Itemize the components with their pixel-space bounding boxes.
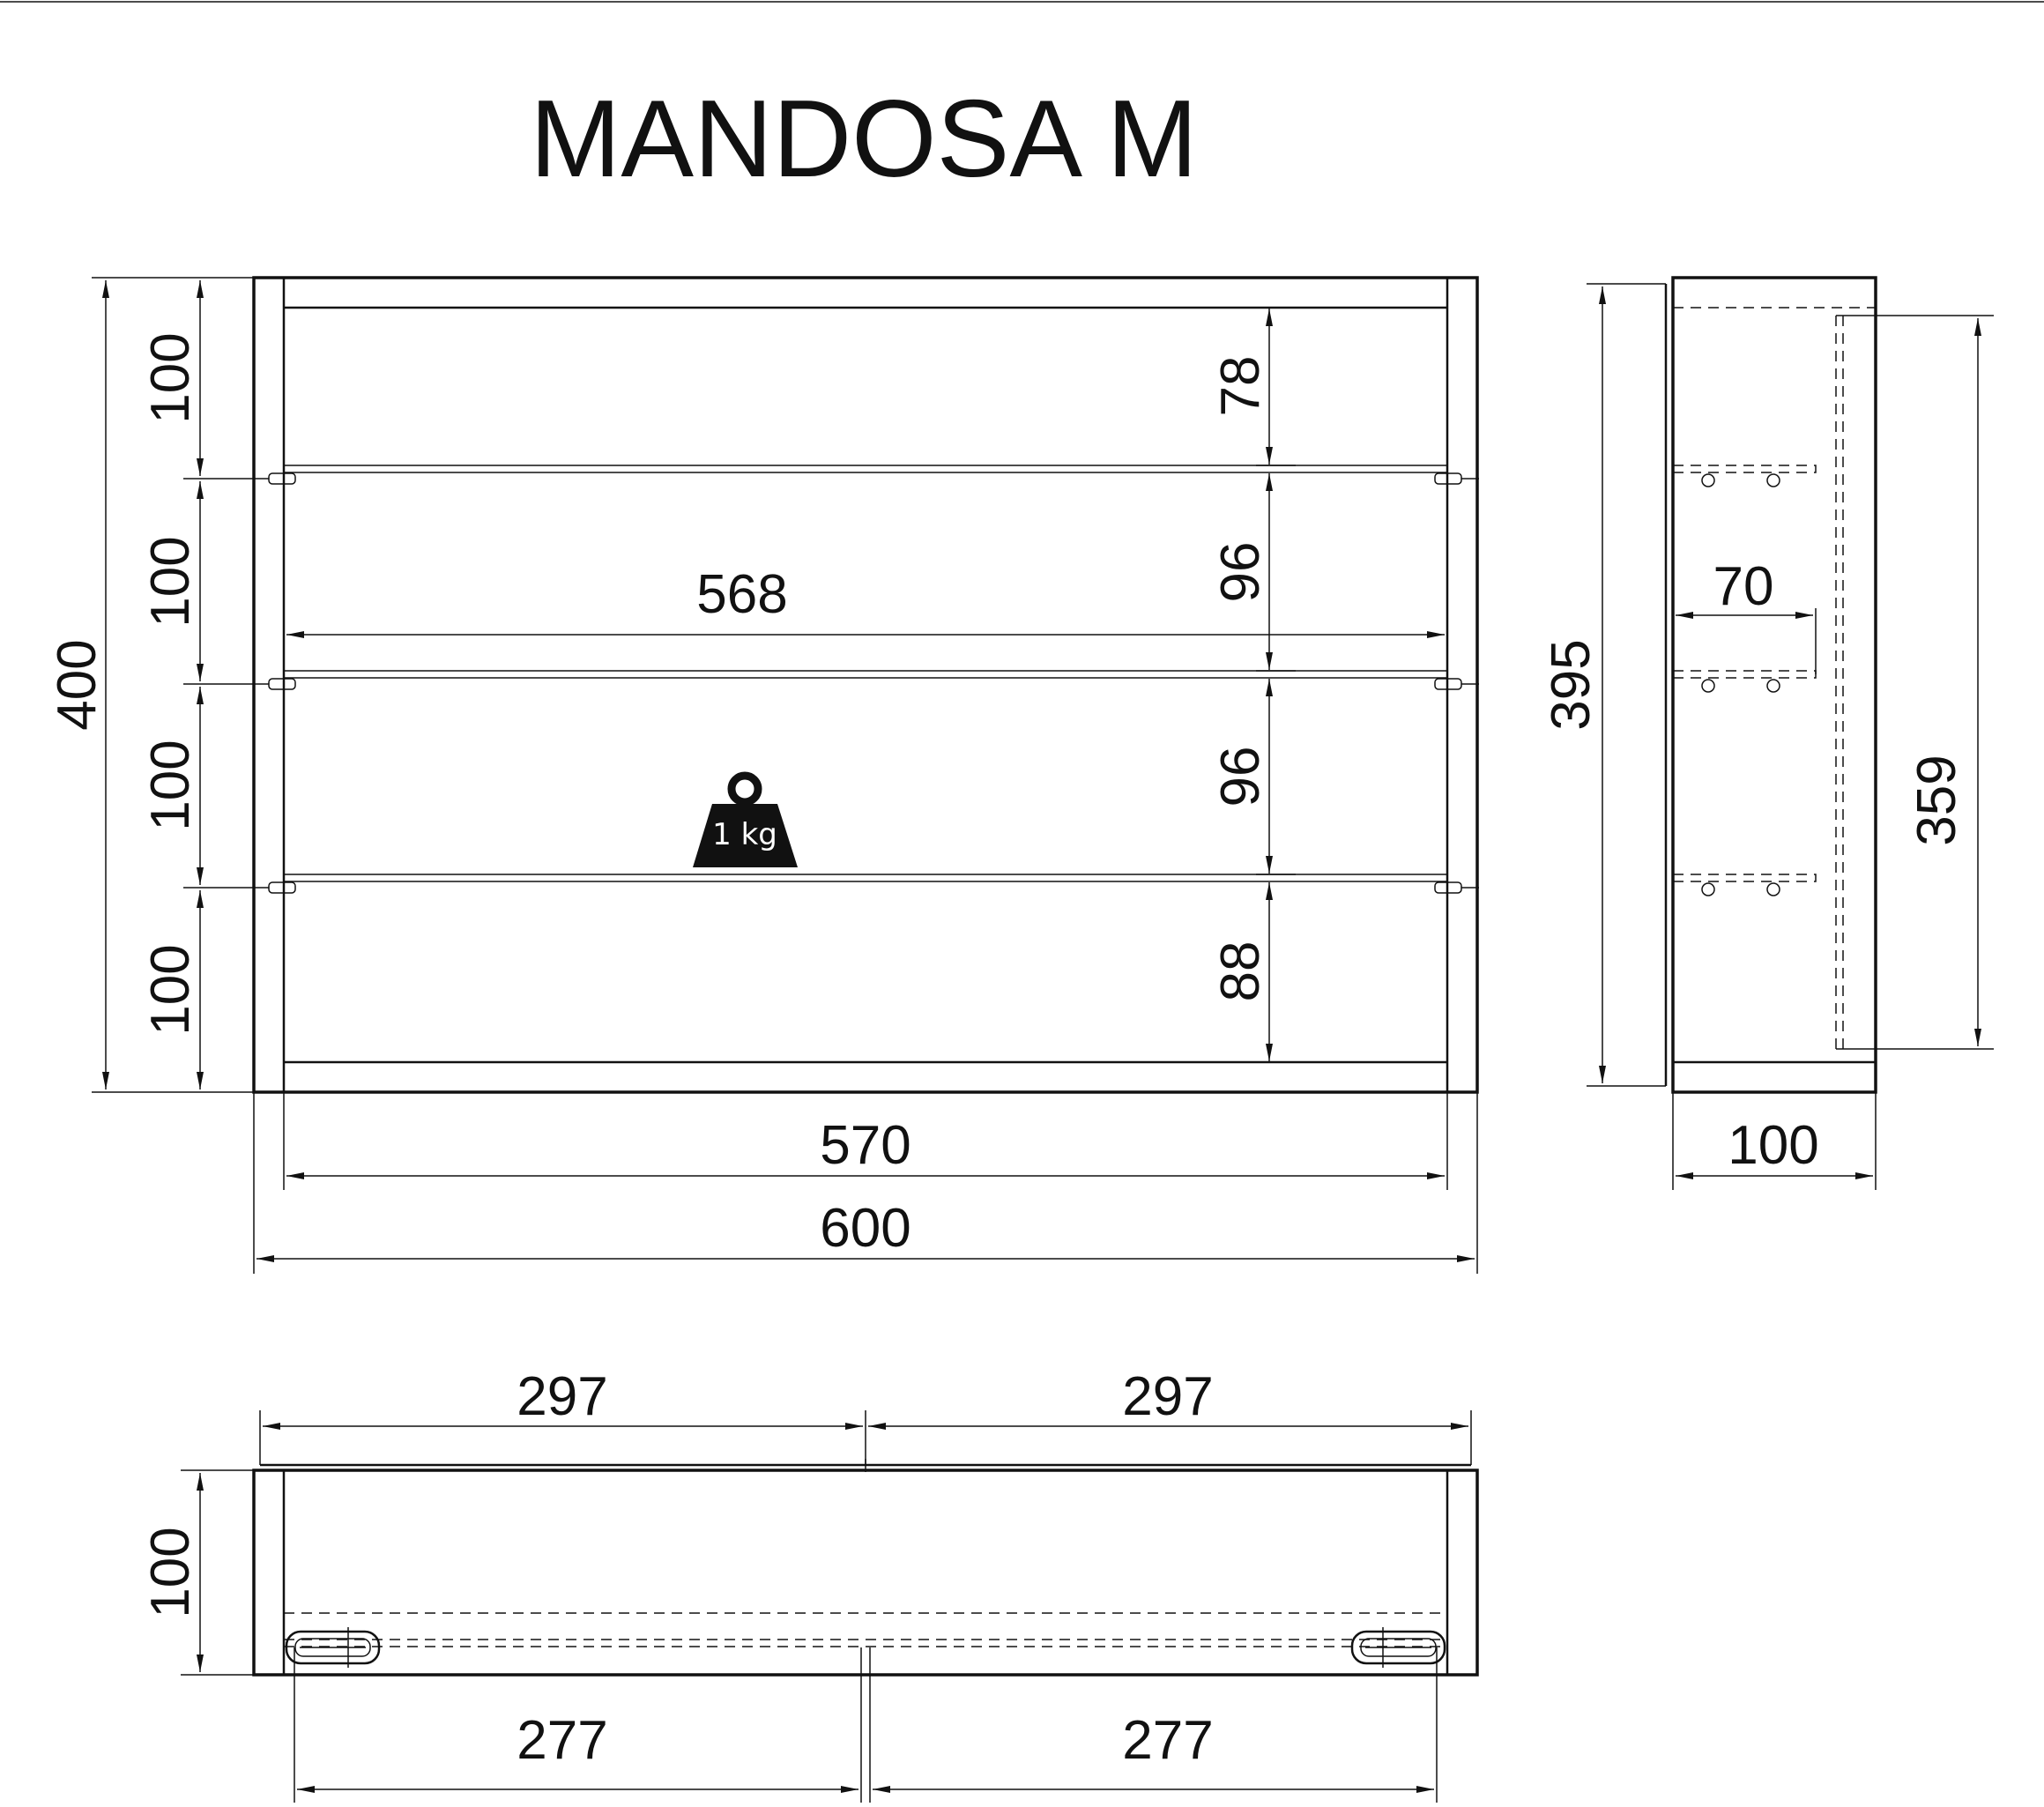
dim-inner-height: 359 — [1906, 755, 1967, 845]
dim-side-height: 395 — [1541, 639, 1602, 730]
shelf-pin — [1766, 679, 1780, 693]
glass-shelf — [183, 874, 1479, 894]
dim-outer-width: 600 — [820, 1198, 911, 1259]
dim-hinge-right: 277 — [1122, 1710, 1213, 1771]
shelf-pin — [1701, 473, 1715, 487]
dim-section-3: 100 — [140, 740, 201, 830]
dim-hinge-left: 277 — [517, 1710, 607, 1771]
side-shelf — [1672, 670, 1817, 693]
shelf-pin — [1766, 882, 1780, 896]
dim-inner-shelf-width: 568 — [696, 564, 787, 625]
shelf-support — [268, 881, 296, 894]
shelf-pin — [1701, 679, 1715, 693]
dim-section-1: 100 — [140, 332, 201, 423]
hinge-left — [285, 1627, 381, 1668]
front-view: 1 kg 400 100 100 100 100 78 96 96 88 568 — [47, 276, 1479, 1274]
dim-height-total: 400 — [47, 639, 108, 730]
shelf-pin — [1766, 473, 1780, 487]
cabinet-outline — [252, 276, 1479, 1094]
dim-gap-4: 88 — [1210, 941, 1271, 1002]
dim-gap-2: 96 — [1210, 542, 1271, 603]
side-shelf — [1672, 465, 1817, 487]
dim-inner-width: 570 — [820, 1115, 911, 1176]
shelf-pin — [1701, 882, 1715, 896]
dim-shelf-depth: 70 — [1713, 556, 1774, 617]
dim-top-depth: 100 — [140, 1527, 201, 1617]
dim-door-right: 297 — [1122, 1366, 1213, 1427]
shelf-support — [268, 472, 296, 485]
top-outline — [252, 1469, 1479, 1677]
top-view: 297 297 100 277 277 — [140, 1366, 1479, 1803]
dim-gap-3: 96 — [1210, 747, 1271, 807]
page-title: MANDOSA M — [530, 78, 1198, 200]
side-view: 70 395 359 100 — [1541, 276, 1994, 1190]
dim-side-depth: 100 — [1728, 1115, 1818, 1176]
weight-label: 1 kg — [712, 817, 777, 852]
weight-icon: 1 kg — [693, 771, 798, 867]
dim-door-left: 297 — [517, 1366, 607, 1427]
dim-section-2: 100 — [140, 536, 201, 627]
glass-shelf — [183, 670, 1479, 690]
side-outline — [1671, 276, 1877, 1094]
dim-section-4: 100 — [140, 944, 201, 1035]
side-shelf — [1672, 874, 1817, 896]
dim-gap-1: 78 — [1210, 356, 1271, 417]
hinge-right — [1350, 1627, 1446, 1668]
glass-shelf — [183, 465, 1479, 485]
shelf-support — [268, 678, 296, 690]
